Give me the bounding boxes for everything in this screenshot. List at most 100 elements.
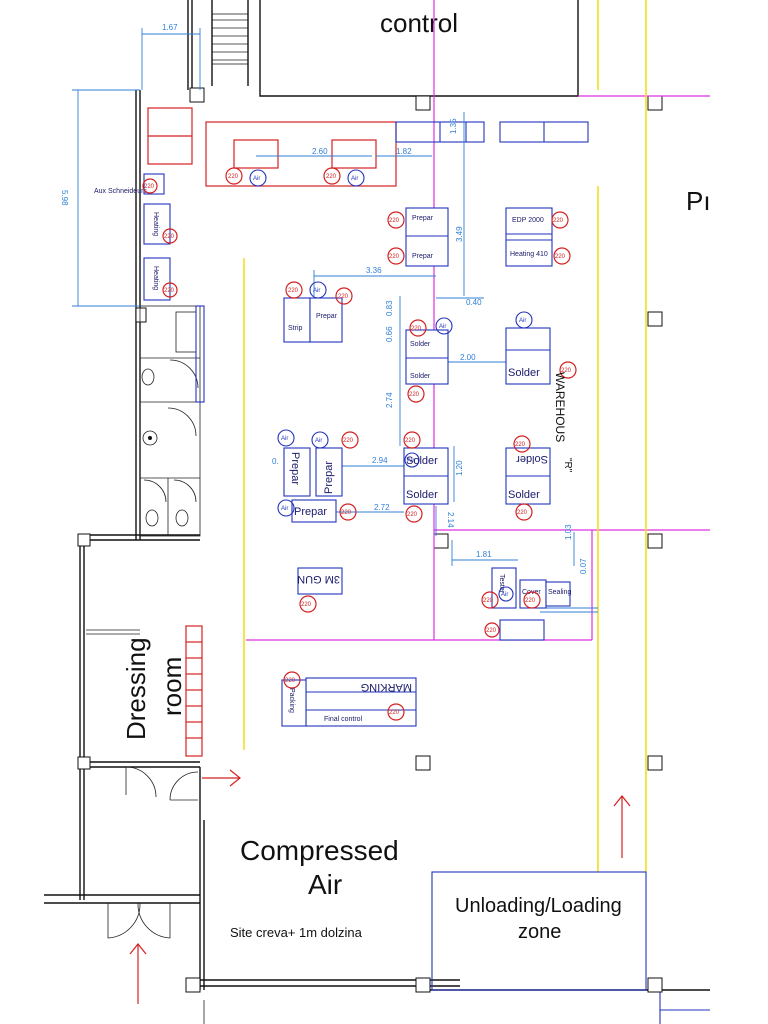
dim-1-03: 1.03 <box>564 524 573 540</box>
building-columns <box>77 87 663 993</box>
station-solder-2: Solder <box>410 373 431 380</box>
svg-text:220: 220 <box>326 174 337 180</box>
svg-text:220: 220 <box>285 678 296 684</box>
socket-220: 220 <box>513 435 531 453</box>
socket-220: 220 <box>142 178 158 194</box>
control-room: control <box>259 0 579 97</box>
heating-label: Heating <box>152 212 159 236</box>
station-tester: Tester <box>498 574 505 594</box>
socket-220: 220 <box>553 247 571 265</box>
station-prepar-h: Prepar <box>294 506 327 518</box>
dim-2-00: 2.00 <box>460 353 476 362</box>
dim-5-98: 5.98 <box>60 190 69 206</box>
socket-220: 220 <box>225 167 243 185</box>
station-prepar-3: Prepar <box>316 313 338 320</box>
svg-text:220: 220 <box>483 598 494 604</box>
dim-2-72: 2.72 <box>374 503 390 512</box>
station-final-control: Final control <box>324 716 363 723</box>
svg-text:220: 220 <box>407 512 418 518</box>
entrance-doors <box>107 766 199 939</box>
socket-220: 220 <box>299 595 317 613</box>
unloading-label-2: zone <box>518 921 561 943</box>
toilet-block <box>139 305 205 537</box>
svg-text:220: 220 <box>389 710 400 716</box>
air-point: Air <box>277 499 295 517</box>
svg-text:220: 220 <box>525 598 536 604</box>
socket-220: 220 <box>162 228 178 244</box>
stairs <box>211 0 249 86</box>
dim-1-82: 1.82 <box>396 147 412 156</box>
svg-text:220: 220 <box>164 234 175 240</box>
flow-arrows <box>129 769 631 1004</box>
svg-text:220: 220 <box>228 174 239 180</box>
socket-220: 220 <box>484 622 500 638</box>
control-room-label: control <box>380 8 458 38</box>
station-solder-big-1: Solder <box>508 367 540 379</box>
svg-text:Air: Air <box>519 318 526 324</box>
svg-text:Air: Air <box>407 458 414 464</box>
air-point: Air <box>435 317 453 335</box>
air-point: Air <box>277 429 295 447</box>
station-prepar-v2: Prepar <box>323 461 335 494</box>
dim-0-07: 0.07 <box>579 558 588 574</box>
dim-0-83: 0.83 <box>385 300 394 316</box>
station-solder-big-3: Solder <box>406 489 438 501</box>
dim-1-35: 1.35 <box>449 118 458 134</box>
dim-3-49: 3.49 <box>455 226 464 242</box>
svg-text:220: 220 <box>341 510 352 516</box>
air-point: Air <box>404 452 420 468</box>
air-point: Air <box>498 586 514 602</box>
station-packing: Packing <box>288 688 295 713</box>
socket-220: 220 <box>341 431 359 449</box>
socket-220: 220 <box>283 671 301 689</box>
compressed-air-label-2: Air <box>308 869 342 900</box>
dim-0-66: 0.66 <box>385 326 394 342</box>
svg-text:220: 220 <box>405 438 416 444</box>
station-prepar-2: Prepar <box>412 253 434 260</box>
air-point: Air <box>515 311 533 329</box>
dim-1-67: 1.67 <box>162 23 178 32</box>
svg-text:220: 220 <box>389 218 400 224</box>
unloading-zone: Unloading/Loading zone <box>431 871 647 991</box>
svg-text:Air: Air <box>315 438 322 444</box>
heating-label-2: Heating <box>152 266 159 290</box>
station-edp: EDP 2000 <box>512 217 544 224</box>
socket-220: 220 <box>387 211 405 229</box>
socket-220: 220 <box>405 505 423 523</box>
station-marking: MARKING <box>361 681 412 693</box>
air-point: Air <box>309 281 327 299</box>
station-prepar-v1: Prepar <box>289 452 301 485</box>
svg-text:220: 220 <box>338 294 349 300</box>
socket-220: 220 <box>407 385 425 403</box>
socket-220: 220 <box>523 591 541 609</box>
svg-text:220: 220 <box>561 368 572 374</box>
dressing-room-label-1: Dressing <box>121 637 151 740</box>
svg-text:220: 220 <box>486 628 497 634</box>
socket-220: 220 <box>387 247 405 265</box>
svg-text:220: 220 <box>389 254 400 260</box>
svg-text:Air: Air <box>351 176 358 182</box>
svg-text:220: 220 <box>555 254 566 260</box>
socket-220: 220 <box>285 281 303 299</box>
svg-text:Air: Air <box>281 436 288 442</box>
socket-220: 220 <box>162 282 178 298</box>
svg-text:220: 220 <box>411 326 422 332</box>
warehouse-sub-label: "R" <box>562 458 573 473</box>
socket-220: 220 <box>551 211 569 229</box>
aux-label: Aux Schneideurs <box>94 188 147 195</box>
air-point: Air <box>249 169 267 187</box>
svg-text:Air: Air <box>501 592 508 598</box>
compressed-air-label-1: Compressed <box>240 835 399 866</box>
station-heating: Heating 410 <box>510 251 548 258</box>
socket-220: 220 <box>387 703 405 721</box>
station-prepar-1: Prepar <box>412 215 434 222</box>
svg-text:220: 220 <box>553 218 564 224</box>
aux-area: Aux Schneideurs Heating Heating <box>94 173 171 301</box>
svg-text:220: 220 <box>409 392 420 398</box>
svg-text:Air: Air <box>313 288 320 294</box>
svg-text:220: 220 <box>164 288 175 294</box>
svg-text:Air: Air <box>439 324 446 330</box>
socket-220: 220 <box>481 591 499 609</box>
station-strip: Strip <box>288 325 303 332</box>
